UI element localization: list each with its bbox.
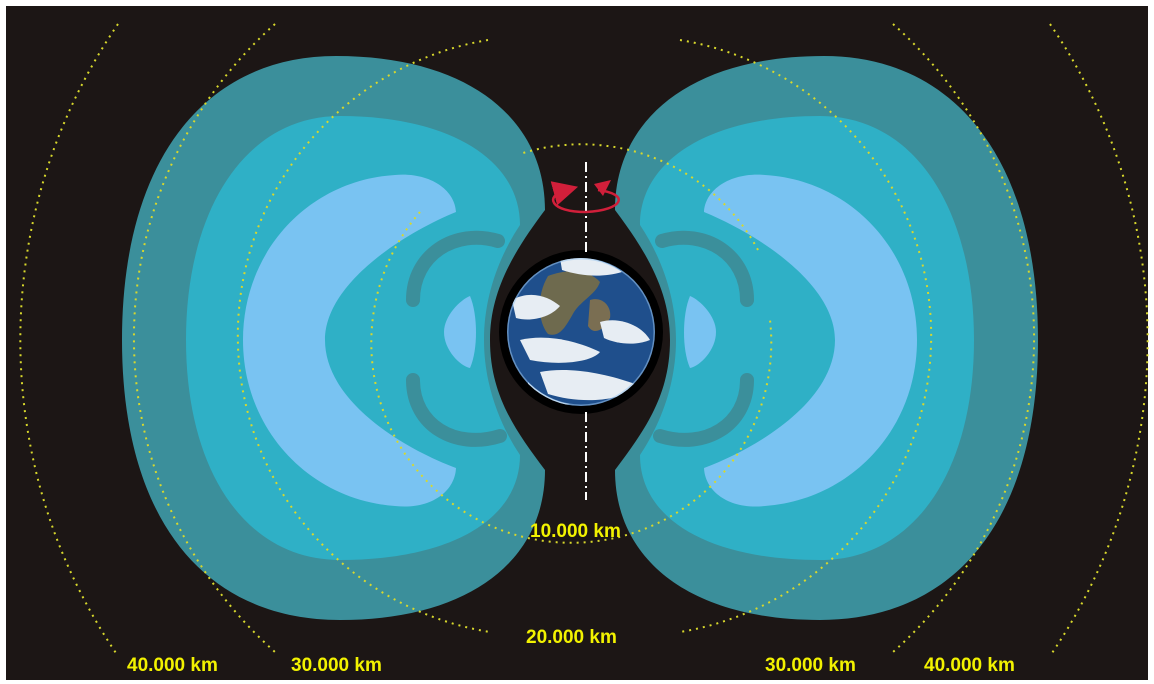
- earth-globe-icon: [499, 250, 663, 414]
- left-middle-belt: [186, 116, 520, 560]
- rotation-arrow-icon: [550, 180, 620, 214]
- label-30000km-right: 30.000 km: [765, 655, 856, 676]
- label-10000km: 10.000 km: [530, 521, 621, 542]
- right-inner-ring: [653, 230, 754, 447]
- ring-30000km-left: [132, 23, 276, 653]
- ring-10000km-right: [519, 143, 759, 251]
- distance-rings: [19, 23, 1149, 657]
- right-radiation-belt: [615, 56, 1038, 620]
- label-20000km: 20.000 km: [526, 627, 617, 648]
- label-40000km-right: 40.000 km: [924, 655, 1015, 676]
- left-inner-core: [243, 174, 456, 507]
- left-radiation-belt: [122, 56, 545, 620]
- right-inner-blob: [684, 296, 716, 368]
- label-40000km-left: 40.000 km: [127, 655, 218, 676]
- left-inner-blob: [444, 296, 476, 368]
- left-inner-ring: [406, 230, 507, 447]
- right-middle-belt: [640, 116, 974, 560]
- ring-40000km-left: [19, 23, 119, 657]
- ring-30000km-right: [892, 23, 1036, 653]
- label-30000km-left: 30.000 km: [291, 655, 382, 676]
- ring-40000km-right: [1049, 23, 1149, 657]
- right-inner-core: [704, 174, 917, 507]
